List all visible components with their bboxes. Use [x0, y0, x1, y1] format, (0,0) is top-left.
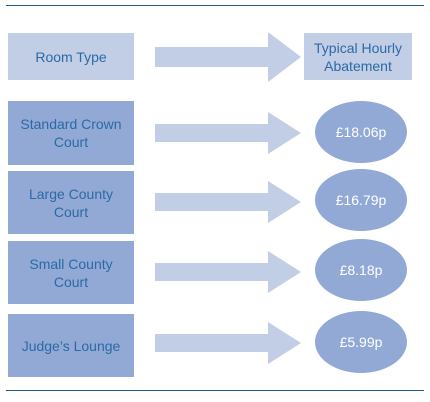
row-arrow-icon	[155, 181, 301, 223]
value-label: £18.06p	[335, 124, 387, 140]
abatement-header-label: Typical Hourly Abatement	[314, 39, 402, 74]
value-oval: £8.18p	[315, 239, 407, 301]
room-box-standard-crown-court: Standard Crown Court	[8, 101, 134, 165]
room-label: Large County Court	[28, 185, 114, 220]
room-label: Standard Crown Court	[20, 116, 122, 150]
room-box-small-county-court: Small County Court	[8, 241, 134, 304]
abatement-header: Typical Hourly Abatement	[304, 33, 412, 80]
value-oval: £18.06p	[315, 101, 407, 163]
room-box-large-county-court: Large County Court	[8, 171, 134, 234]
value-oval: £5.99p	[315, 311, 407, 373]
value-oval: £16.79p	[315, 169, 407, 231]
row-arrow-icon	[155, 322, 301, 364]
room-label: Small County Court	[29, 255, 113, 290]
room-type-header-label: Room Type	[35, 48, 107, 65]
room-label: Judge’s Lounge	[21, 337, 121, 354]
value-label: £8.18p	[339, 262, 383, 278]
row-arrow-icon	[155, 112, 301, 154]
room-type-header: Room Type	[8, 33, 134, 80]
header-arrow-icon	[155, 32, 301, 82]
value-label: £16.79p	[335, 192, 387, 208]
bottom-rule	[6, 390, 424, 391]
top-rule	[6, 5, 424, 6]
room-box-judges-lounge: Judge’s Lounge	[8, 314, 134, 377]
value-label: £5.99p	[339, 334, 383, 350]
row-arrow-icon	[155, 251, 301, 293]
